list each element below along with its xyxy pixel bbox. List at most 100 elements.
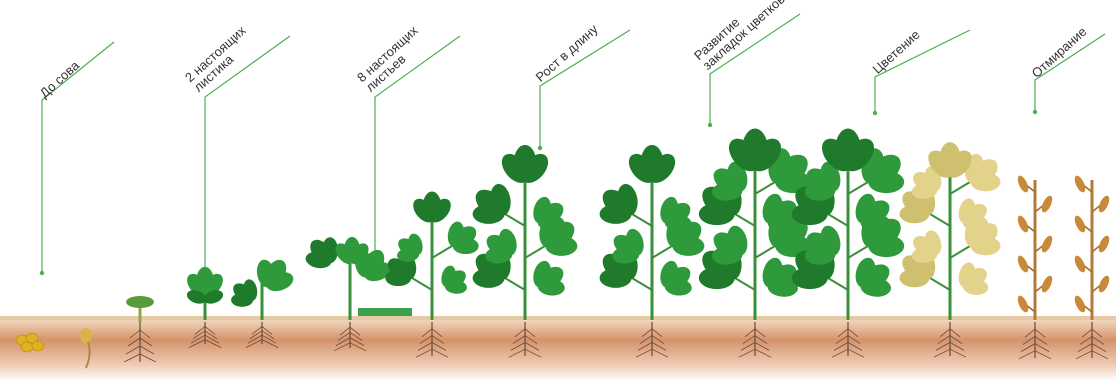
roots <box>123 322 157 363</box>
leaf <box>767 213 798 233</box>
root <box>415 348 433 358</box>
leaf <box>860 277 891 297</box>
root <box>1034 336 1048 345</box>
leaf <box>672 236 705 256</box>
root <box>524 342 540 351</box>
plant-bushy-b <box>791 128 905 358</box>
plant-seeds <box>15 328 92 369</box>
root <box>1020 343 1036 352</box>
leader-line <box>1034 33 1106 112</box>
pod <box>1017 215 1029 233</box>
leaf <box>186 290 207 304</box>
root <box>935 342 951 351</box>
germinating-seed <box>80 328 92 344</box>
leader-line <box>539 29 631 148</box>
root <box>939 328 951 338</box>
pod <box>1074 295 1086 313</box>
pod <box>1098 235 1110 253</box>
root <box>417 342 433 351</box>
leaf <box>243 279 258 302</box>
branch <box>754 245 776 259</box>
root <box>431 335 445 344</box>
root <box>125 345 141 355</box>
branch <box>827 277 849 291</box>
roots <box>1018 322 1052 360</box>
root <box>123 353 141 363</box>
branch <box>631 213 653 227</box>
root <box>651 335 665 344</box>
root <box>651 348 669 358</box>
root <box>349 326 361 336</box>
leaf <box>946 150 972 178</box>
branch <box>524 245 546 259</box>
leaf <box>860 213 891 233</box>
root <box>333 342 351 352</box>
root <box>754 335 768 344</box>
branch <box>734 277 756 291</box>
leader-dot <box>872 110 878 116</box>
root <box>1022 336 1036 345</box>
soil-band <box>0 318 1116 381</box>
plant-yellow <box>899 142 1001 358</box>
root <box>204 339 222 348</box>
leaf <box>664 214 692 232</box>
root <box>635 348 653 358</box>
root <box>1034 343 1050 352</box>
leader-line <box>204 35 291 292</box>
roots <box>933 322 967 358</box>
root <box>139 329 151 339</box>
leaf <box>962 215 989 231</box>
root <box>831 348 849 358</box>
root <box>651 328 663 338</box>
plant-dead-a <box>1017 175 1053 360</box>
leader-line <box>41 41 115 273</box>
root <box>1034 328 1046 338</box>
root <box>641 328 653 338</box>
leaf <box>545 236 578 256</box>
plant-2-leaves-b <box>231 259 294 348</box>
root <box>349 342 367 352</box>
branch <box>431 245 453 259</box>
root <box>431 342 447 351</box>
roots <box>333 322 367 352</box>
leaf <box>750 138 782 172</box>
roots <box>415 322 449 358</box>
grass-tuft <box>358 308 412 316</box>
root <box>949 335 963 344</box>
root <box>349 332 363 341</box>
root <box>742 335 756 344</box>
leaf <box>364 262 392 282</box>
radicle <box>85 341 91 369</box>
plant-dead-b <box>1074 175 1110 360</box>
plant-bushy-a <box>698 128 812 358</box>
leaf <box>648 153 676 183</box>
pod <box>1074 175 1086 193</box>
root <box>251 326 263 335</box>
leaf <box>625 228 644 256</box>
root <box>204 326 216 335</box>
branch <box>929 277 951 291</box>
root <box>339 326 351 336</box>
branch <box>847 245 869 259</box>
root <box>651 342 667 351</box>
root <box>139 337 153 347</box>
pod <box>1074 215 1086 233</box>
root <box>847 328 859 338</box>
root <box>510 342 526 351</box>
root <box>833 342 849 351</box>
root <box>421 328 433 338</box>
root <box>1079 336 1093 345</box>
pod <box>1098 275 1110 293</box>
root <box>419 335 433 344</box>
root <box>835 335 849 344</box>
root <box>754 348 772 358</box>
root <box>249 330 263 340</box>
branch <box>949 181 971 195</box>
pod <box>1041 235 1053 253</box>
leaf <box>727 161 748 192</box>
root <box>261 339 279 348</box>
roots <box>1075 322 1109 360</box>
leaf <box>970 236 1001 256</box>
seed <box>25 332 39 344</box>
leader-dot <box>1032 109 1038 115</box>
